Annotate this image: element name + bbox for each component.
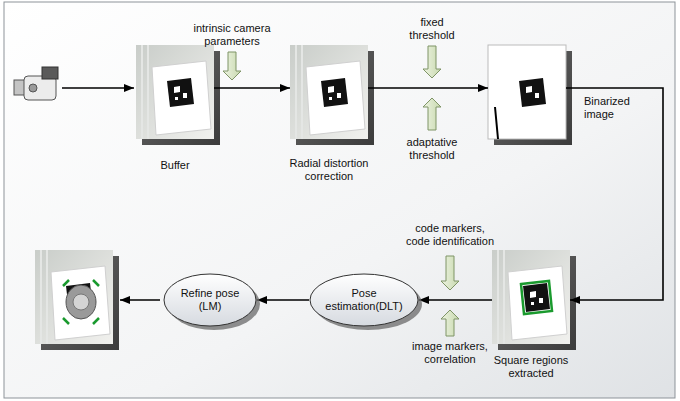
- stage-caption: Radial distortion correction: [279, 157, 379, 183]
- process-ellipse: Refine pose (LM): [163, 273, 257, 327]
- process-ellipse: Pose estimation(DLT): [309, 273, 419, 327]
- binarized-thumbnail: [488, 45, 572, 145]
- process-label: Refine pose (LM): [175, 287, 245, 313]
- parameter-label-box: fixed threshold: [402, 16, 462, 42]
- input-block-arrow: [441, 256, 459, 290]
- parameter-label-box: adaptative threshold: [401, 136, 463, 162]
- camera-detail: [29, 84, 37, 92]
- parameter-label: intrinsic camera parameters: [186, 22, 278, 48]
- virtual-object-detail: [73, 294, 89, 310]
- detected-outline: [521, 281, 552, 314]
- camera-icon: [14, 67, 58, 100]
- camera-photo: [290, 45, 368, 139]
- buffer-thumbnail: [136, 45, 220, 145]
- corrected-thumbnail: [290, 45, 374, 145]
- diagram-panel: [4, 2, 675, 398]
- marker-square: [519, 78, 546, 107]
- parameter-label-box: intrinsic camera parameters: [186, 22, 278, 48]
- parameter-label: image markers, correlation: [404, 340, 496, 366]
- regions-thumbnail: [492, 250, 576, 350]
- camera-photo: [136, 45, 214, 139]
- marker-code: [535, 93, 539, 98]
- output-arrow: [120, 299, 160, 301]
- input-block-arrow: [223, 52, 241, 80]
- parameter-label-box: code markers, code identification: [404, 222, 496, 248]
- ellipse-shape: [164, 274, 256, 326]
- parameter-label-box: image markers, correlation: [404, 340, 496, 366]
- camera-screen: [42, 67, 58, 79]
- flow-arrow: [257, 299, 309, 301]
- parameter-label: fixed threshold: [402, 16, 462, 42]
- camera-body: [24, 76, 56, 100]
- stage-caption: Buffer: [125, 159, 225, 172]
- image-stage-box: Radial distortion correction: [290, 45, 368, 139]
- image-stage-box: Binarized image: [488, 45, 566, 139]
- parameter-label: code markers, code identification: [404, 222, 496, 248]
- stage-caption: Binarized image: [584, 95, 646, 121]
- binary-edge: [495, 107, 498, 139]
- input-block-arrow: [423, 46, 441, 78]
- ellipse-shape: [310, 274, 418, 326]
- flow-arrow: [214, 87, 290, 89]
- virtual-object: [66, 285, 96, 319]
- camera-photo: [35, 250, 113, 344]
- flow-arrow: [419, 299, 492, 301]
- stage-caption: Square regions extracted: [481, 354, 581, 380]
- marker-code: [526, 86, 532, 93]
- camera-lens: [14, 80, 25, 95]
- image-stage-box: Buffer: [136, 45, 214, 139]
- camera-photo: [492, 250, 570, 344]
- flow-arrow: [368, 87, 488, 89]
- process-label: Pose estimation(DLT): [321, 287, 407, 313]
- augmented-thumbnail: [35, 250, 119, 350]
- flow-arrow: [566, 88, 663, 300]
- input-block-arrow: [423, 98, 441, 130]
- image-stage-box: Square regions extracted: [492, 250, 570, 344]
- parameter-label: adaptative threshold: [401, 136, 463, 162]
- binary-ground: [488, 45, 566, 139]
- input-block-arrow: [441, 310, 459, 336]
- input-arrow: [62, 87, 134, 89]
- detected-corners: [63, 280, 99, 324]
